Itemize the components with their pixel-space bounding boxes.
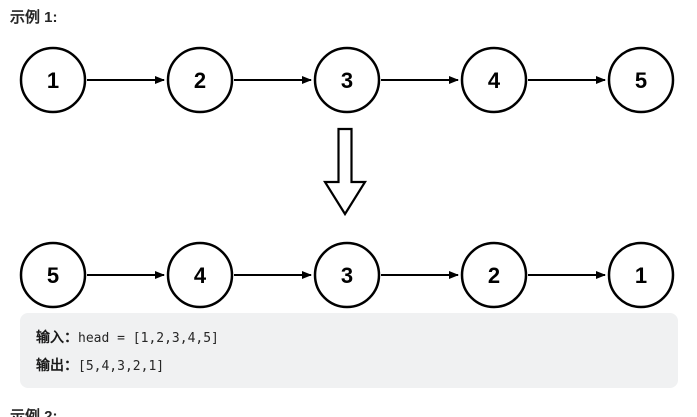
linked-list-original: 1 2 3 4 5 [19,46,675,114]
output-value: [5,4,3,2,1] [78,359,165,374]
node-value: 5 [635,68,647,93]
input-line: 输入：head = [1,2,3,4,5] [36,324,662,352]
list-node [19,46,87,114]
node-value: 2 [194,68,206,93]
example-2-heading: 示例 2: [10,408,58,417]
list-node [460,46,528,114]
node-value: 5 [47,263,59,288]
input-value: head = [1,2,3,4,5] [78,331,219,346]
output-line: 输出：[5,4,3,2,1] [36,352,662,380]
list-node [607,241,675,309]
list-node [460,241,528,309]
node-value: 1 [635,263,647,288]
node-value: 4 [488,68,501,93]
example-1-heading: 示例 1: [10,9,58,26]
transform-down-arrow-icon [323,127,367,217]
linked-list-reversed: 5 4 3 2 1 [19,241,675,309]
node-value: 1 [47,68,59,93]
node-value: 4 [194,263,207,288]
list-node [313,241,381,309]
list-node [166,241,234,309]
list-node [313,46,381,114]
input-label: 输入： [36,329,78,345]
node-value: 3 [341,68,353,93]
list-node [607,46,675,114]
node-value: 2 [488,263,500,288]
output-label: 输出： [36,357,78,373]
list-node [19,241,87,309]
node-value: 3 [341,263,353,288]
list-node [166,46,234,114]
example-io-block: 输入：head = [1,2,3,4,5] 输出：[5,4,3,2,1] [20,313,678,388]
